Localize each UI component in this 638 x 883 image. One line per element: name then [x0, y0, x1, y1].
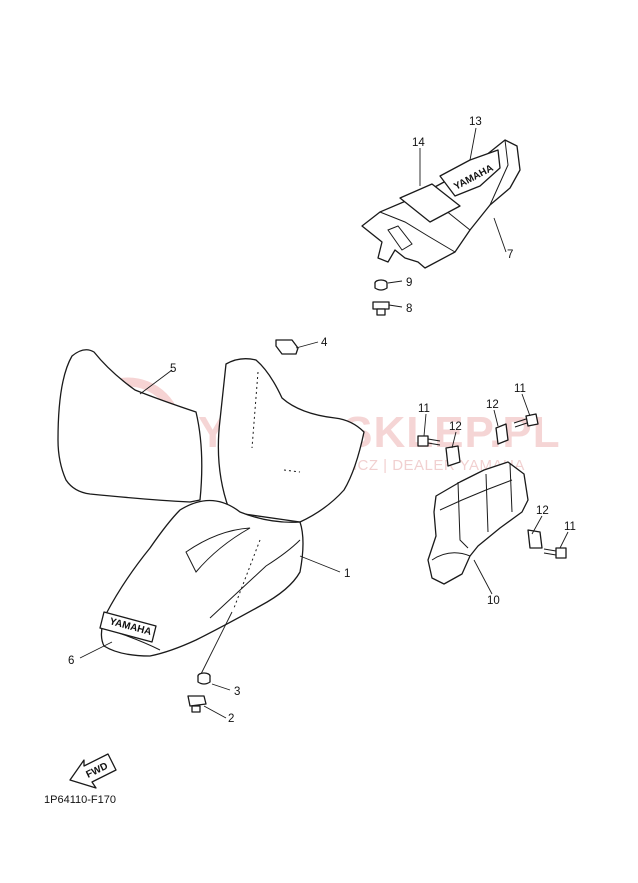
clip-nut-12-left	[445, 445, 461, 467]
bolt-2	[187, 695, 207, 713]
front-fender-1	[100, 499, 304, 657]
callout-1: 1	[344, 568, 350, 580]
leaders	[79, 127, 569, 719]
clip-nut-12-mid	[495, 423, 509, 445]
callout-4: 4	[321, 337, 328, 349]
drawing-code: 1P64110-F170	[44, 794, 116, 806]
callout-10: 10	[487, 595, 500, 607]
callout-5: 5	[170, 363, 176, 375]
bracket-assembly	[417, 413, 567, 585]
seat-band-14	[399, 183, 461, 223]
clip-4	[275, 339, 299, 355]
callout-labels: 1 2 3 4 5 6 7 8 9 10 11 11 11 12 12 12 1…	[68, 116, 576, 725]
bracket-10	[427, 461, 529, 585]
callout-11-left: 11	[418, 403, 430, 415]
collar-3	[197, 672, 211, 685]
windscreen	[217, 358, 365, 523]
callout-12-right: 12	[536, 505, 549, 517]
callout-14: 14	[412, 137, 425, 149]
collar-9	[374, 279, 388, 291]
bolt-8	[372, 301, 390, 316]
callout-8: 8	[406, 303, 412, 315]
callout-3: 3	[234, 686, 240, 698]
seat-assembly: YAMAHA	[361, 139, 521, 316]
number-plate-5	[57, 349, 203, 503]
callout-6: 6	[68, 655, 74, 667]
callout-9: 9	[406, 277, 412, 289]
callout-13: 13	[469, 116, 482, 128]
callout-12-left: 12	[449, 421, 462, 433]
screw-11-left	[417, 435, 441, 447]
callout-2: 2	[228, 713, 234, 725]
callout-11-right: 11	[564, 521, 576, 533]
fwd-arrow: FWD	[69, 753, 117, 789]
callout-12-mid: 12	[486, 399, 499, 411]
callout-7: 7	[507, 249, 513, 261]
screw-11-right	[543, 547, 567, 559]
front-cowl: YAMAHA	[99, 358, 365, 677]
callout-11-top: 11	[514, 383, 526, 395]
screw-11-top	[513, 413, 539, 428]
clip-nut-12-right	[527, 529, 543, 549]
